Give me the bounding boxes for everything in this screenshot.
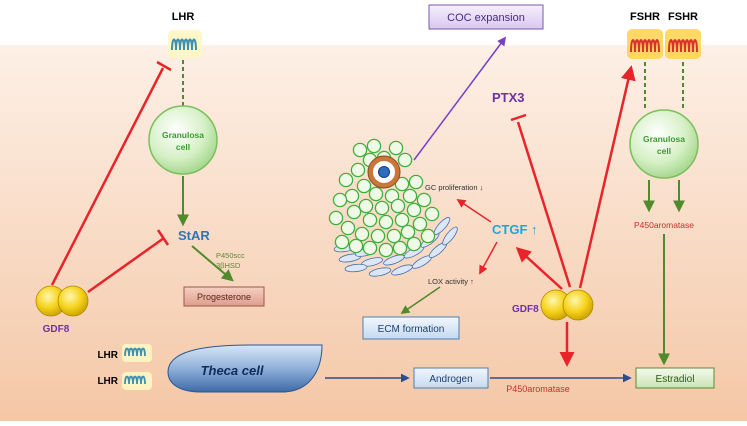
cumulus-cell bbox=[386, 228, 402, 244]
cumulus-cell bbox=[358, 198, 374, 214]
aromatase-right-label: P450aromatase bbox=[634, 220, 694, 230]
cumulus-cell bbox=[340, 220, 356, 236]
p450scc-label: P450scc bbox=[216, 251, 245, 260]
cumulus-cell bbox=[368, 186, 384, 202]
progesterone-box: Progesterone bbox=[183, 286, 265, 307]
cumulus-oocyte-complex bbox=[328, 138, 458, 277]
granulosa-right-label-2: cell bbox=[657, 146, 671, 156]
coc-expansion-box: COC expansion bbox=[428, 4, 544, 30]
lhr-top-receptor-icon bbox=[168, 30, 202, 58]
ctgf-label: CTGF bbox=[492, 222, 527, 237]
basal-cell bbox=[344, 263, 368, 273]
cumulus-cell bbox=[346, 204, 362, 220]
cumulus-cell bbox=[350, 162, 366, 178]
cumulus-cell bbox=[328, 210, 344, 226]
lhr-theca-receptor-icon-2 bbox=[122, 372, 152, 390]
cumulus-cell bbox=[352, 142, 368, 158]
ctgf-to-lox-arrow bbox=[479, 241, 498, 275]
basal-cell bbox=[368, 267, 392, 277]
cumulus-cell bbox=[356, 178, 372, 194]
3bhsd-label: 3βHSD bbox=[216, 261, 241, 270]
lhr-theca-label-2: LHR bbox=[97, 376, 118, 387]
cumulus-cell bbox=[374, 200, 390, 216]
progesterone-label: Progesterone bbox=[197, 292, 251, 302]
cumulus-cell bbox=[392, 240, 408, 256]
cumulus-cell bbox=[354, 226, 370, 242]
gdf8-center-dimer bbox=[540, 289, 594, 321]
cumulus-cell bbox=[408, 174, 424, 190]
granulosa-left-label-1: Granulosa bbox=[162, 130, 204, 140]
cumulus-cell bbox=[390, 198, 406, 214]
ecm-formation-label: ECM formation bbox=[378, 324, 445, 335]
lox-activity-label: LOX activity ↑ bbox=[428, 277, 474, 286]
granulosa-right-label-1: Granulosa bbox=[643, 134, 685, 144]
cumulus-cell bbox=[366, 138, 382, 154]
cumulus-cell bbox=[378, 242, 394, 258]
estradiol-label: Estradiol bbox=[656, 374, 695, 385]
gdf8-inhibit-lhr bbox=[50, 60, 172, 286]
cumulus-cell bbox=[344, 188, 360, 204]
cumulus-cell-cluster bbox=[328, 138, 440, 258]
gdf8-to-fshr-arrow bbox=[578, 65, 636, 289]
cumulus-cell bbox=[362, 240, 378, 256]
cumulus-cell bbox=[397, 152, 413, 168]
ecm-formation-box: ECM formation bbox=[362, 316, 460, 340]
gdf8-center-label: GDF8 bbox=[512, 304, 539, 315]
theca-cell-label: Theca cell bbox=[201, 363, 264, 378]
androgen-box: Androgen bbox=[413, 367, 489, 389]
ctgf-up-icon: ↑ bbox=[531, 222, 538, 237]
ptx3-label: PTX3 bbox=[492, 90, 525, 105]
cumulus-cell bbox=[400, 224, 416, 240]
star-label: StAR bbox=[178, 228, 210, 243]
cumulus-cell bbox=[370, 228, 386, 244]
gdf8-left-label: GDF8 bbox=[43, 324, 70, 335]
gdf8-inhibit-star bbox=[87, 229, 170, 294]
androgen-label: Androgen bbox=[429, 374, 472, 385]
gc-proliferation-label: GC proliferation ↓ bbox=[425, 183, 483, 192]
lhr-theca-label-1: LHR bbox=[97, 350, 118, 361]
cumulus-cell bbox=[338, 172, 354, 188]
fshr-label-1: FSHR bbox=[630, 11, 660, 23]
cumulus-cell bbox=[420, 228, 436, 244]
coc-to-expansion-arrow bbox=[413, 36, 507, 161]
lhr-theca-receptor-icon-1 bbox=[122, 344, 152, 362]
ctgf-to-gc-proliferation-arrow bbox=[456, 199, 492, 223]
gdf8-left-dimer bbox=[35, 285, 89, 317]
cumulus-cell bbox=[406, 202, 422, 218]
cumulus-cell bbox=[332, 192, 348, 208]
cumulus-cell bbox=[424, 206, 440, 222]
cumulus-cell bbox=[378, 214, 394, 230]
oocyte bbox=[367, 155, 401, 189]
cumulus-cell bbox=[394, 212, 410, 228]
estradiol-box: Estradiol bbox=[635, 367, 715, 389]
cumulus-cell bbox=[402, 188, 418, 204]
granulosa-cell-right: Granulosa cell bbox=[629, 109, 699, 179]
cumulus-cell bbox=[416, 192, 432, 208]
cumulus-cell bbox=[412, 216, 428, 232]
gdf8-to-ctgf-arrow bbox=[515, 246, 563, 290]
cumulus-cell bbox=[388, 140, 404, 156]
granulosa-left-label-2: cell bbox=[176, 142, 190, 152]
fshr-receptor-icon-2 bbox=[665, 29, 701, 59]
cumulus-cell bbox=[362, 212, 378, 228]
gdf8-inhibit-ptx3 bbox=[510, 113, 572, 288]
lox-to-ecm-arrow bbox=[400, 286, 441, 315]
fshr-label-2: FSHR bbox=[668, 11, 698, 23]
fshr-receptor-icon-1 bbox=[627, 29, 663, 59]
coc-expansion-label: COC expansion bbox=[447, 12, 525, 24]
cumulus-cell bbox=[394, 176, 410, 192]
lhr-top-label: LHR bbox=[172, 11, 195, 23]
aromatase-bottom-label: P450aromatase bbox=[506, 384, 570, 394]
theca-cell: Theca cell bbox=[167, 344, 323, 393]
cumulus-cell bbox=[406, 236, 422, 252]
granulosa-cell-left: Granulosa cell bbox=[148, 105, 218, 175]
cumulus-cell bbox=[334, 234, 350, 250]
cumulus-cell bbox=[348, 238, 364, 254]
basal-cell bbox=[442, 226, 458, 246]
star-to-progesterone-arrow bbox=[191, 245, 234, 282]
